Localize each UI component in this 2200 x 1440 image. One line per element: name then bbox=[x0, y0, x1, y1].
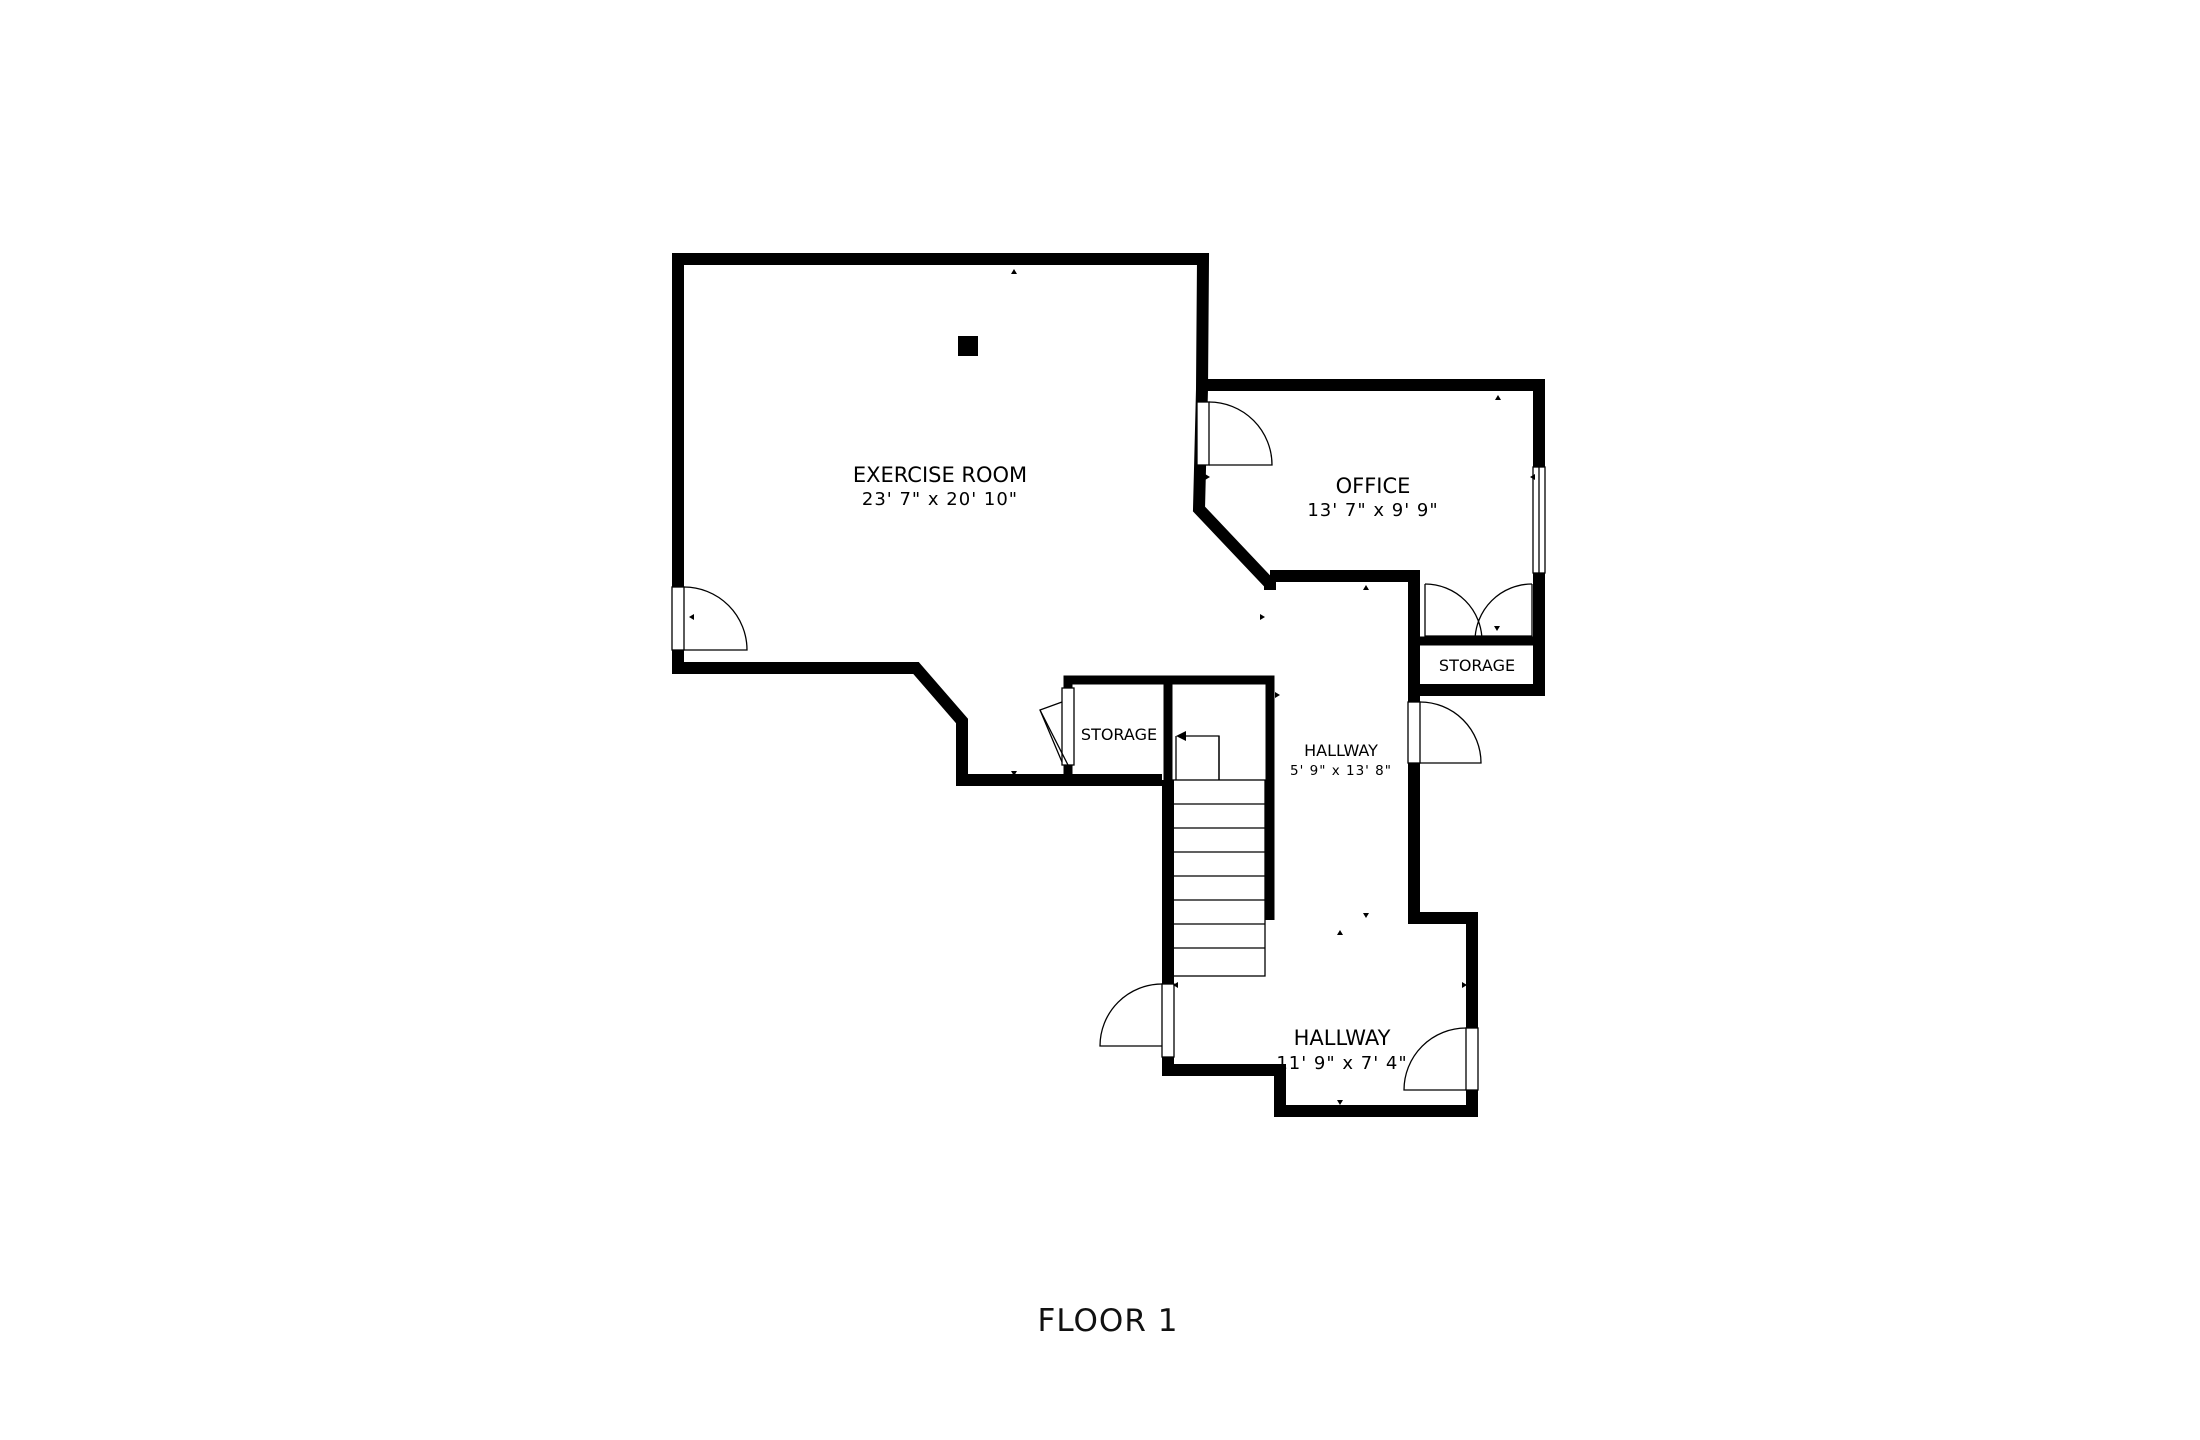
office-wall bbox=[1203, 379, 1545, 467]
door-swing bbox=[1474, 583, 1533, 642]
floor-label: FLOOR 1 bbox=[1038, 1303, 1179, 1339]
walls bbox=[672, 253, 1545, 1117]
door-frame bbox=[1407, 701, 1421, 764]
hallway-upper-dimensions: 5' 9" x 13' 8" bbox=[1290, 763, 1392, 779]
door-swing bbox=[1208, 401, 1273, 466]
stair-direction bbox=[1180, 735, 1220, 780]
door-leaf bbox=[1039, 709, 1069, 766]
door-swing bbox=[1424, 583, 1483, 642]
door-frame bbox=[671, 586, 685, 651]
doors bbox=[671, 401, 1546, 1091]
door-frame bbox=[1196, 401, 1210, 466]
hallway-upper-name: HALLWAY bbox=[1304, 741, 1378, 760]
storage-stairs-name: STORAGE bbox=[1081, 725, 1157, 744]
door-frame bbox=[1161, 983, 1175, 1058]
hallway-bottom-wall bbox=[1162, 1057, 1478, 1117]
office-dimensions: 13' 7" x 9' 9" bbox=[1307, 500, 1438, 521]
hallway-right-wall-lower bbox=[1408, 760, 1478, 1028]
exercise-room-name: EXERCISE ROOM bbox=[853, 463, 1027, 487]
storage-office-name: STORAGE bbox=[1439, 656, 1515, 675]
door-swing bbox=[1099, 983, 1163, 1047]
column bbox=[958, 336, 978, 356]
office-name: OFFICE bbox=[1336, 474, 1411, 498]
exercise-room-wall bbox=[672, 253, 1276, 590]
room-labels: EXERCISE ROOM 23' 7" x 20' 10" OFFICE 13… bbox=[853, 463, 1515, 1074]
door-frame bbox=[1061, 687, 1075, 766]
hallway-lower-name: HALLWAY bbox=[1294, 1026, 1391, 1050]
stairs bbox=[1172, 731, 1266, 977]
stair-outline bbox=[1172, 779, 1266, 977]
exercise-room-lower-wall bbox=[672, 650, 1162, 786]
hallway-lower-dimensions: 11' 9" x 7' 4" bbox=[1276, 1053, 1407, 1074]
door-swing bbox=[1403, 1027, 1467, 1091]
door-swing bbox=[683, 586, 748, 651]
measurement-ticks bbox=[689, 269, 1535, 1105]
door-frame bbox=[1465, 1027, 1479, 1091]
stair-arrow-icon bbox=[1176, 731, 1186, 741]
door-swing bbox=[1419, 701, 1482, 764]
exercise-room-dimensions: 23' 7" x 20' 10" bbox=[862, 489, 1018, 510]
